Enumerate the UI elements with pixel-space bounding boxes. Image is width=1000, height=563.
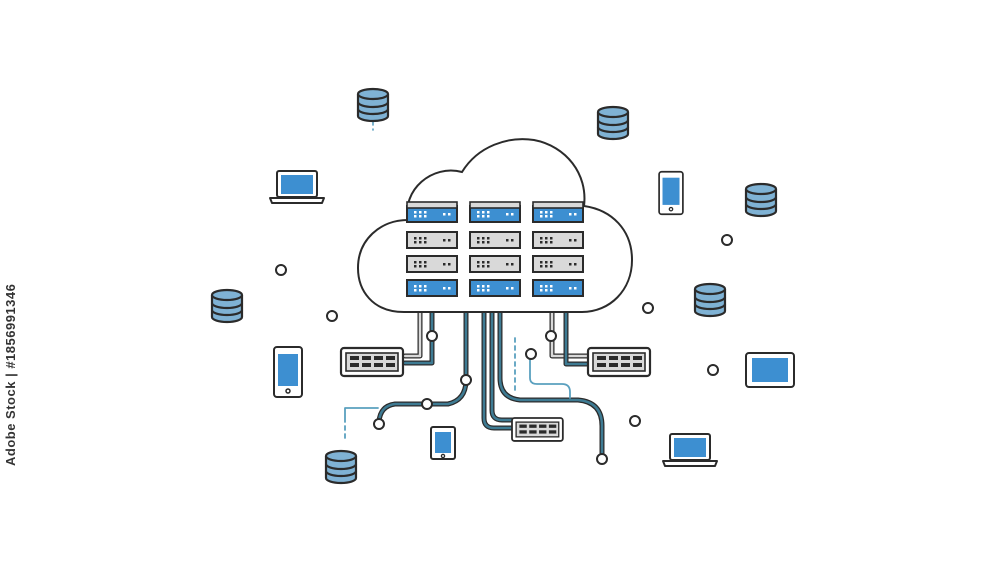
database-icon-6 [324,449,358,485]
network-switch-left-icon [339,346,405,378]
database-icon-5 [693,282,727,318]
tablet-icon-bottom [430,426,456,460]
cable-layer [344,107,605,459]
network-switch-right-icon [586,346,652,378]
database-icon-2 [596,105,630,141]
laptop-icon-top-left [269,170,325,204]
database-icon-1 [356,87,390,123]
server-rack-center [469,201,521,297]
tablet-icon-right [745,352,795,388]
network-switch-bottom-icon [511,417,564,442]
laptop-icon-bottom-right [662,433,718,467]
smartphone-icon-top-right [658,170,684,216]
smartphone-icon-left [273,346,303,398]
stock-id-text: Adobe Stock | #1856991346 [3,283,18,466]
database-icon-3 [744,182,778,218]
server-rack-right [532,201,584,297]
database-icon-4 [210,288,244,324]
server-rack-left [406,201,458,297]
